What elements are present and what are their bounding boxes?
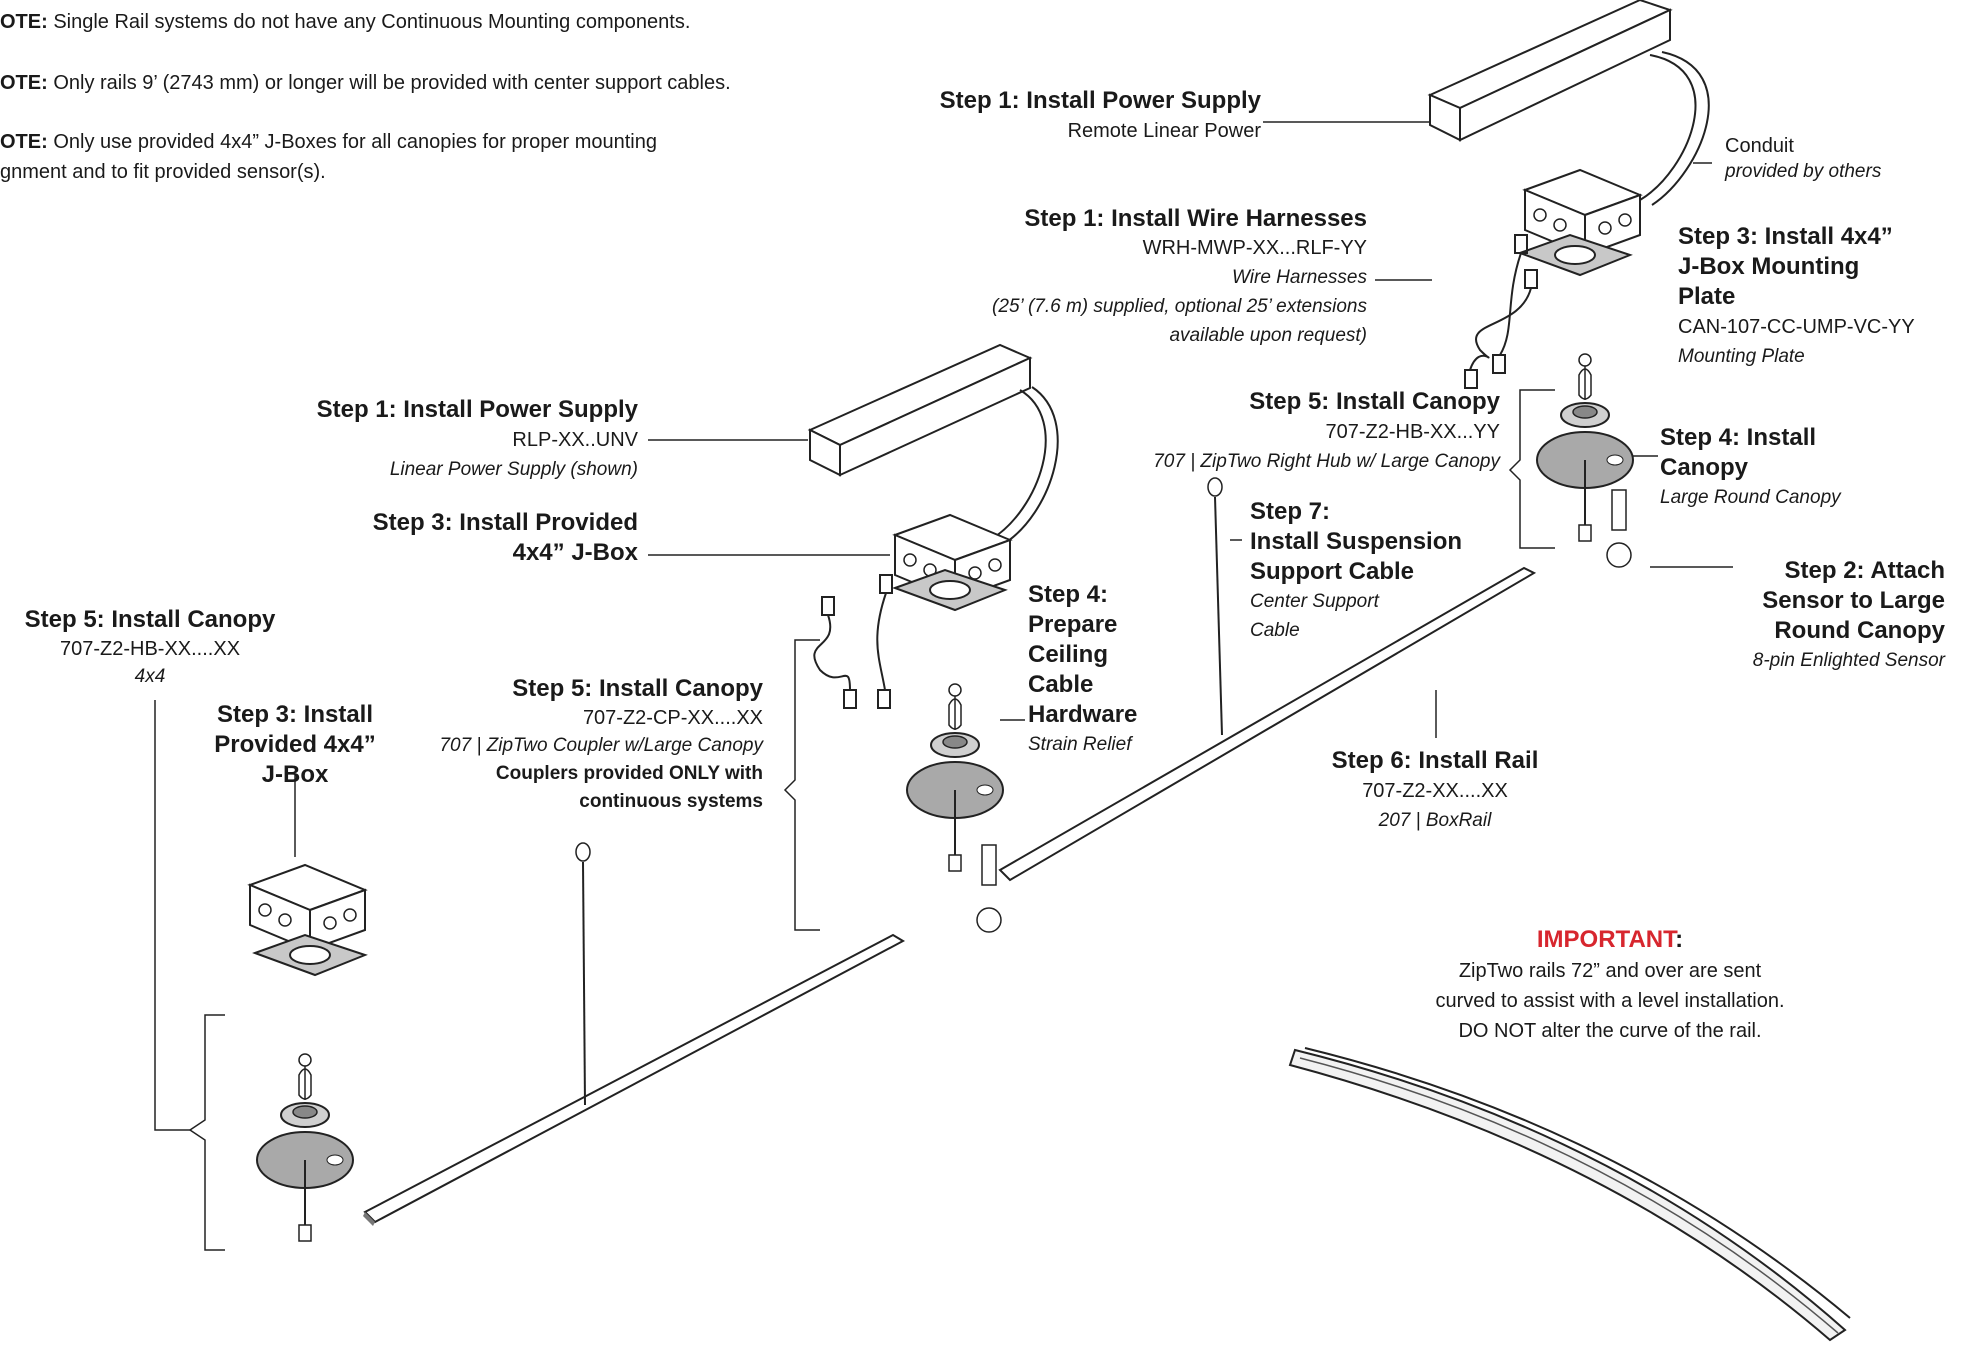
- note-single-rail: OTE: Single Rail systems do not have any…: [0, 11, 691, 33]
- label-wire-harnesses: Step 1: Install Wire Harnesses WRH-MWP-X…: [992, 205, 1367, 346]
- sensor-mid: [976, 844, 1002, 933]
- canopy-mid: [906, 683, 1004, 872]
- note-jbox: OTE: Only use provided 4x4” J-Boxes for …: [0, 131, 657, 183]
- label-suspension-cable: Step 7: Install Suspension Support Cable…: [1250, 498, 1463, 641]
- label-coupler: Step 5: Install Canopy 707-Z2-CP-XX....X…: [439, 675, 763, 812]
- wire-harness-mid: [813, 574, 893, 709]
- label-canopy-left: Step 5: Install Canopy 707-Z2-HB-XX....X…: [24, 606, 276, 687]
- wire-harness-right: [1464, 234, 1538, 389]
- mounting-plate-left: [254, 934, 366, 976]
- important-notice: IMPORTANT: ZipTwo rails 72” and over are…: [1435, 926, 1785, 1042]
- label-install-canopy: Step 4: Install Canopy Large Round Canop…: [1660, 424, 1841, 508]
- label-power-supply-linear: Step 1: Install Power Supply RLP-XX..UNV…: [316, 396, 638, 480]
- suspension-cable-left: [575, 842, 591, 1106]
- label-ceiling-hardware: Step 4: Prepare Ceiling Cable Hardware S…: [1028, 581, 1138, 755]
- label-sensor: Step 2: Attach Sensor to Large Round Can…: [1752, 557, 1945, 671]
- label-jbox-mid: Step 3: Install Provided 4x4” J-Box: [372, 509, 638, 566]
- suspension-cable-right: [1207, 477, 1223, 736]
- label-power-supply-remote: Step 1: Install Power Supply Remote Line…: [939, 87, 1261, 142]
- leader-lines: [154, 121, 1733, 1251]
- power-supply-remote: [1427, 0, 1710, 206]
- important-heading: IMPORTANT: [1536, 926, 1676, 953]
- canopy-left: [256, 1053, 354, 1242]
- label-rail: Step 6: Install Rail 707-Z2-XX....XX 207…: [1331, 747, 1539, 831]
- rail-long: [363, 933, 906, 1226]
- sensor-right: [1606, 489, 1632, 568]
- power-supply-linear: [807, 343, 1059, 546]
- label-jbox-left: Step 3: Install Provided 4x4” J-Box: [214, 701, 376, 788]
- label-canopy-right: Step 5: Install Canopy 707-Z2-HB-XX...YY…: [1153, 388, 1500, 472]
- label-conduit: Conduit provided by others: [1725, 135, 1882, 182]
- label-mounting-plate: Step 3: Install 4x4” J-Box Mounting Plat…: [1678, 223, 1915, 367]
- rail-curved: [1288, 1047, 1851, 1342]
- rail-right: [998, 566, 1537, 882]
- note-center-support: OTE: Only rails 9’ (2743 mm) or longer w…: [0, 72, 731, 94]
